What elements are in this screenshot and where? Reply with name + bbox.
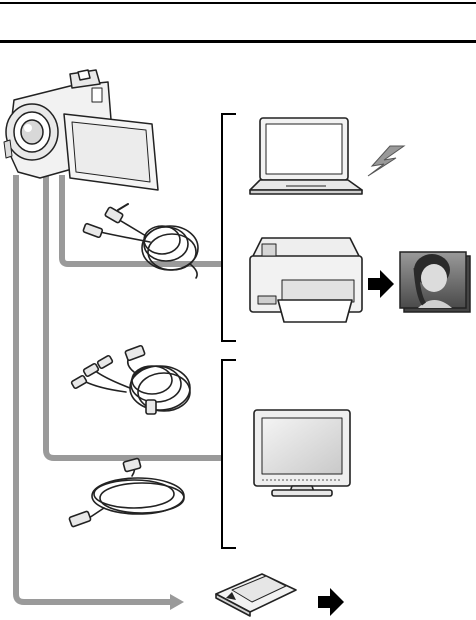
arrow-to-sd-card — [170, 594, 184, 610]
tv-monitor-icon — [254, 410, 350, 496]
arrow-from-sd-card — [318, 588, 344, 616]
usb-cable-icon — [69, 458, 184, 527]
connector-line-av — [46, 175, 222, 458]
portrait-photo-icon — [400, 252, 470, 312]
connector-line-card — [16, 175, 172, 602]
bracket-tv — [222, 360, 236, 548]
connector-lines — [16, 175, 222, 602]
arrow-to-photo — [368, 270, 394, 298]
camcorder-icon — [4, 70, 158, 190]
sd-card-icon — [216, 574, 296, 616]
av-cable-icon — [71, 345, 190, 414]
bracket-pc-printer — [222, 114, 236, 341]
lightning-icon — [368, 146, 404, 176]
laptop-icon — [250, 118, 362, 194]
printer-icon — [250, 238, 362, 322]
